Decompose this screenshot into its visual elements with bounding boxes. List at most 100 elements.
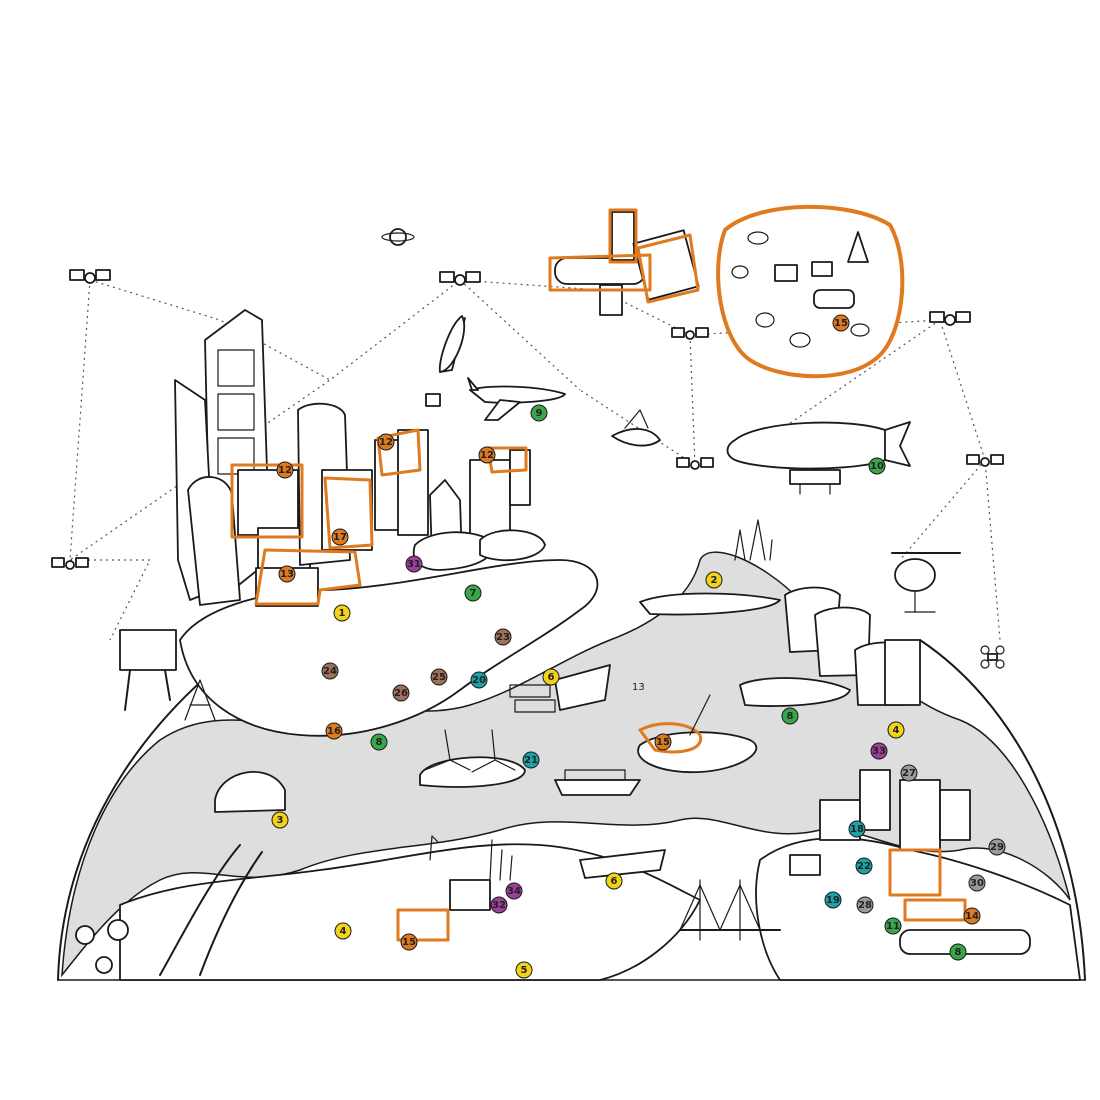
map-marker-dot (522, 751, 540, 769)
map-marker-label: 11 (886, 921, 900, 932)
map-marker-label: 28 (858, 900, 872, 911)
map-marker-15: 15 (654, 733, 672, 751)
map-marker-6: 6 (542, 668, 560, 686)
map-marker-dot (848, 820, 866, 838)
map-marker-dot (868, 457, 886, 475)
map-marker-dot (370, 733, 388, 751)
rocket-icon (425, 315, 466, 407)
map-marker-label: 6 (548, 672, 555, 683)
moon (716, 204, 905, 379)
map-marker-8: 8 (949, 943, 967, 961)
south-bank (119, 843, 701, 981)
map-marker-label: 8 (955, 947, 962, 958)
map-marker-label: 2 (711, 575, 718, 586)
map-marker-12: 12 (276, 461, 294, 479)
map-marker-dot (405, 555, 423, 573)
map-marker-5: 5 (515, 961, 533, 979)
wind-island (419, 729, 526, 788)
map-marker-dot (464, 584, 482, 602)
map-marker-dot (515, 961, 533, 979)
map-marker-11: 11 (884, 917, 902, 935)
map-marker-label: 29 (990, 842, 1004, 853)
planet-doodle-icon (381, 228, 415, 246)
map-marker-dot (321, 662, 339, 680)
satellite-icon (966, 454, 1004, 467)
map-marker-label: 20 (472, 675, 486, 686)
shuttle (639, 592, 781, 616)
cooling-towers (784, 586, 921, 706)
map-marker-10: 10 (868, 457, 886, 475)
map-marker-28: 28 (856, 896, 874, 914)
map-marker-dot (494, 628, 512, 646)
map-marker-dot (276, 461, 294, 479)
map-marker-25: 25 (430, 668, 448, 686)
dome-building (214, 771, 286, 813)
map-marker-dot (505, 882, 523, 900)
map-marker-4: 4 (334, 922, 352, 940)
east-skyline (734, 519, 773, 561)
map-marker-label: 30 (970, 878, 984, 889)
map-marker-label: 6 (611, 876, 618, 887)
map-marker-31: 31 (405, 555, 423, 573)
map-marker-label: 15 (834, 318, 848, 329)
map-marker-label: 13 (280, 569, 294, 580)
map-marker-dot (400, 933, 418, 951)
map-marker-label: 22 (857, 861, 871, 872)
quadcopter-icon (980, 645, 1005, 669)
map-marker-dot (331, 528, 349, 546)
industrial-area (396, 835, 513, 942)
map-marker-label: 15 (656, 737, 670, 748)
map-marker-dot (377, 433, 395, 451)
map-marker-dot (832, 314, 850, 332)
map-marker-27: 27 (900, 764, 918, 782)
map-marker-32: 32 (490, 896, 508, 914)
numbered-markers: 1234456678889101112121213141515151617181… (271, 314, 1006, 979)
helicopter-drone (891, 552, 961, 613)
map-marker-4: 4 (887, 721, 905, 739)
tree-icon (75, 919, 129, 974)
map-marker-dot (968, 874, 986, 892)
map-marker-3: 3 (271, 811, 289, 829)
city-skyline (174, 309, 546, 607)
highway (159, 844, 263, 976)
satellite-icon (69, 269, 111, 284)
map-marker-dot (605, 872, 623, 890)
map-marker-7: 7 (464, 584, 482, 602)
map-marker-15: 15 (832, 314, 850, 332)
map-marker-8: 8 (781, 707, 799, 725)
map-marker-dot (870, 742, 888, 760)
map-marker-label: 32 (492, 900, 506, 911)
map-marker-16: 16 (325, 722, 343, 740)
docks (509, 684, 556, 713)
map-marker-label: 27 (902, 768, 916, 779)
map-marker-17: 17 (331, 528, 349, 546)
map-marker-label: 8 (376, 737, 383, 748)
map-marker-label: 17 (333, 532, 347, 543)
map-marker-23: 23 (494, 628, 512, 646)
map-marker-label: 8 (787, 711, 794, 722)
water-number-label: 13 (632, 682, 645, 693)
map-marker-dot (333, 604, 351, 622)
map-marker-dot (988, 838, 1006, 856)
map-marker-dot (884, 917, 902, 935)
map-marker-dot (705, 571, 723, 589)
satellite-icon (671, 327, 709, 340)
map-marker-18: 18 (848, 820, 866, 838)
map-marker-label: 12 (278, 465, 292, 476)
map-marker-2: 2 (705, 571, 723, 589)
map-marker-dot (478, 446, 496, 464)
cargo-ship (579, 849, 666, 879)
map-marker-1: 1 (333, 604, 351, 622)
map-marker-dot (325, 722, 343, 740)
map-marker-24: 24 (321, 662, 339, 680)
map-marker-21: 21 (522, 751, 540, 769)
map-marker-label: 26 (394, 688, 408, 699)
map-marker-dot (542, 668, 560, 686)
cargo-ship (554, 769, 641, 796)
map-marker-label: 7 (470, 588, 477, 599)
map-marker-label: 16 (327, 726, 341, 737)
space-station (548, 208, 700, 316)
satellite-icon (929, 311, 971, 326)
map-marker-12: 12 (478, 446, 496, 464)
map-marker-label: 4 (340, 926, 347, 937)
